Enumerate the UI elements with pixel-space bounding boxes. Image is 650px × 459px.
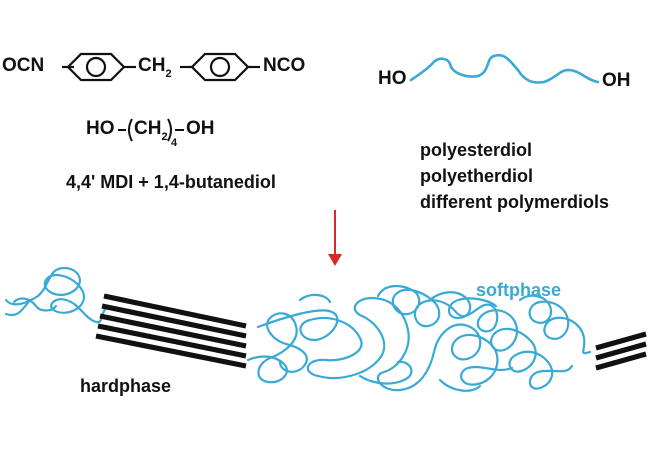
main-coil-e [298, 293, 482, 392]
diol-repeat-count: 4 [171, 137, 178, 149]
mdi-bridge-subscript: 2 [165, 68, 172, 80]
diol-repeat-text: CH [134, 118, 162, 139]
left-coil [4, 266, 110, 324]
soft-segment-item-3: different polymerdiols [420, 192, 610, 212]
hard-segment-caption: 4,4' MDI + 1,4-butanediol [66, 172, 276, 192]
main-coil-d [428, 291, 592, 355]
hard-block-right [595, 331, 647, 371]
softphase-label: softphase [476, 280, 562, 300]
mdi-structure [62, 52, 260, 82]
polymer-diol-left-end: HO [378, 68, 407, 89]
mdi-bridge-text: CH [138, 55, 166, 76]
polymer-diol-right-end: OH [602, 70, 631, 91]
repeat-bracket-right [167, 118, 172, 142]
main-coil-b [246, 312, 308, 384]
diol-repeat-subscript: 2 [161, 131, 168, 143]
reaction-arrow [328, 210, 342, 266]
hardphase-label: hardphase [80, 376, 172, 396]
diol-right-end: OH [186, 118, 215, 139]
soft-phase-coils [4, 266, 592, 392]
mdi-left-group: OCN [2, 55, 45, 76]
hard-block-left [95, 293, 247, 369]
soft-segment-item-1: polyesterdiol [420, 140, 533, 160]
benzene-ring-right [190, 52, 250, 82]
benzene-ring-left [66, 52, 126, 82]
diol-left-end: HO [86, 118, 115, 139]
main-coil-a [256, 296, 514, 392]
butanediol-structure [118, 118, 184, 142]
mdi-right-group: NCO [263, 55, 306, 76]
hard-phase-blocks [95, 293, 647, 371]
mdi-bridge: CH2 [138, 55, 172, 80]
polymer-diol-chain [409, 53, 600, 84]
diol-repeat-unit: CH2 [134, 118, 168, 143]
left-coil-tail [12, 297, 58, 312]
repeat-bracket-left [128, 118, 133, 142]
main-coil-c [376, 284, 574, 390]
soft-segment-item-2: polyetherdiol [420, 166, 534, 186]
